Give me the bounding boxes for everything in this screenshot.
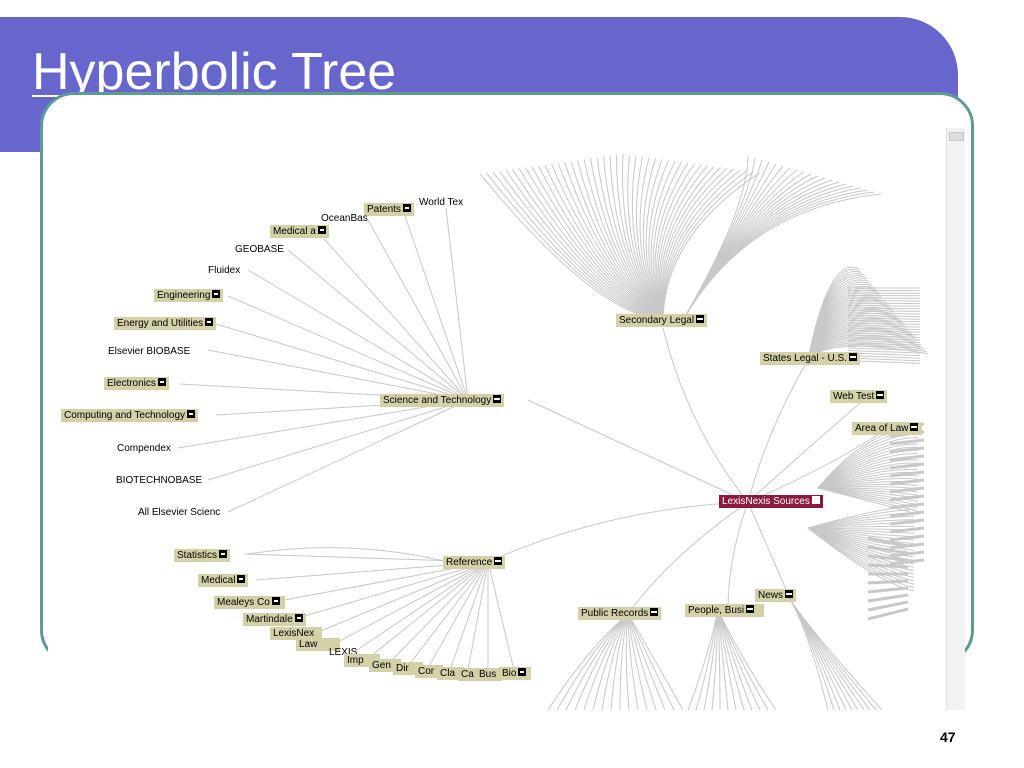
- node-mealeys[interactable]: Mealeys Co: [214, 596, 285, 609]
- node-compendex[interactable]: Compendex: [117, 443, 171, 454]
- expand-icon[interactable]: [402, 204, 411, 213]
- collapse-icon[interactable]: [650, 608, 659, 617]
- node-root-lexisnexis-sources[interactable]: LexisNexis Sources: [719, 495, 823, 508]
- node-martindale[interactable]: Martindale: [243, 613, 306, 626]
- node-people-business[interactable]: People, Busi: [685, 604, 764, 617]
- node-electronics[interactable]: Electronics: [104, 377, 169, 390]
- expand-icon[interactable]: [317, 226, 326, 235]
- node-public-records[interactable]: Public Records: [578, 607, 662, 620]
- node-elsevier-biobase[interactable]: Elsevier BIOBASE: [108, 346, 191, 357]
- expand-icon[interactable]: [205, 318, 214, 327]
- node-geobase[interactable]: GEOBASE: [235, 244, 284, 255]
- node-states-legal[interactable]: States Legal - U.S.: [760, 352, 860, 365]
- node-law[interactable]: Law: [296, 638, 340, 651]
- node-engineering[interactable]: Engineering: [154, 289, 224, 302]
- collapse-icon[interactable]: [746, 605, 755, 614]
- collapse-icon[interactable]: [493, 395, 502, 404]
- collapse-icon[interactable]: [494, 557, 503, 566]
- title-bar-stub: [0, 130, 42, 152]
- expand-icon[interactable]: [294, 614, 303, 623]
- node-bus[interactable]: Bus: [476, 668, 502, 681]
- collapse-icon[interactable]: [811, 496, 820, 505]
- collapse-icon[interactable]: [876, 391, 885, 400]
- collapse-icon[interactable]: [785, 590, 794, 599]
- node-world-tex[interactable]: World Tex: [419, 197, 464, 208]
- node-medical[interactable]: Medical: [198, 574, 249, 587]
- expand-icon[interactable]: [271, 597, 280, 606]
- tree-edges: [177, 153, 929, 710]
- hyperbolic-tree-viewer[interactable]: World Tex Patents OceanBas Medical a GEO…: [48, 128, 946, 710]
- expand-icon[interactable]: [187, 410, 196, 419]
- expand-icon[interactable]: [237, 575, 246, 584]
- node-lexisnexis-ref[interactable]: LexisNex: [270, 627, 322, 640]
- node-patents[interactable]: Patents: [364, 203, 414, 216]
- expand-icon[interactable]: [212, 290, 221, 299]
- node-biotechnobase[interactable]: BIOTECHNOBASE: [116, 475, 203, 486]
- collapse-icon[interactable]: [696, 315, 705, 324]
- node-computing-technology[interactable]: Computing and Technology: [61, 409, 199, 422]
- node-reference[interactable]: Reference: [443, 556, 506, 569]
- node-oceanbase[interactable]: OceanBas: [321, 213, 368, 224]
- node-secondary-legal[interactable]: Secondary Legal: [616, 314, 708, 327]
- expand-icon[interactable]: [518, 668, 527, 677]
- slide-title: Hyperbolic Tree: [32, 43, 397, 101]
- expand-icon[interactable]: [157, 378, 166, 387]
- node-fluidex[interactable]: Fluidex: [208, 265, 241, 276]
- node-all-elsevier[interactable]: All Elsevier Scienc: [138, 507, 221, 518]
- node-medical-a[interactable]: Medical a: [270, 225, 329, 238]
- scrollbar-thumb[interactable]: [949, 132, 964, 141]
- node-bio[interactable]: Bio: [499, 667, 531, 680]
- node-cor[interactable]: Cor: [415, 665, 443, 678]
- page-number: 47: [940, 729, 956, 745]
- node-cla[interactable]: Cla: [437, 667, 463, 680]
- collapse-icon[interactable]: [910, 423, 919, 432]
- node-energy-utilities[interactable]: Energy and Utilities: [114, 317, 217, 330]
- node-statistics[interactable]: Statistics: [174, 549, 231, 562]
- node-area-of-law[interactable]: Area of Law: [852, 422, 922, 435]
- vertical-scrollbar[interactable]: [946, 128, 965, 710]
- node-lexis[interactable]: LEXIS: [329, 647, 358, 658]
- node-news[interactable]: News: [755, 589, 797, 602]
- collapse-icon[interactable]: [848, 353, 857, 362]
- expand-icon[interactable]: [219, 550, 228, 559]
- node-science-technology[interactable]: Science and Technology: [380, 394, 505, 407]
- node-web-test[interactable]: Web Test: [830, 390, 888, 403]
